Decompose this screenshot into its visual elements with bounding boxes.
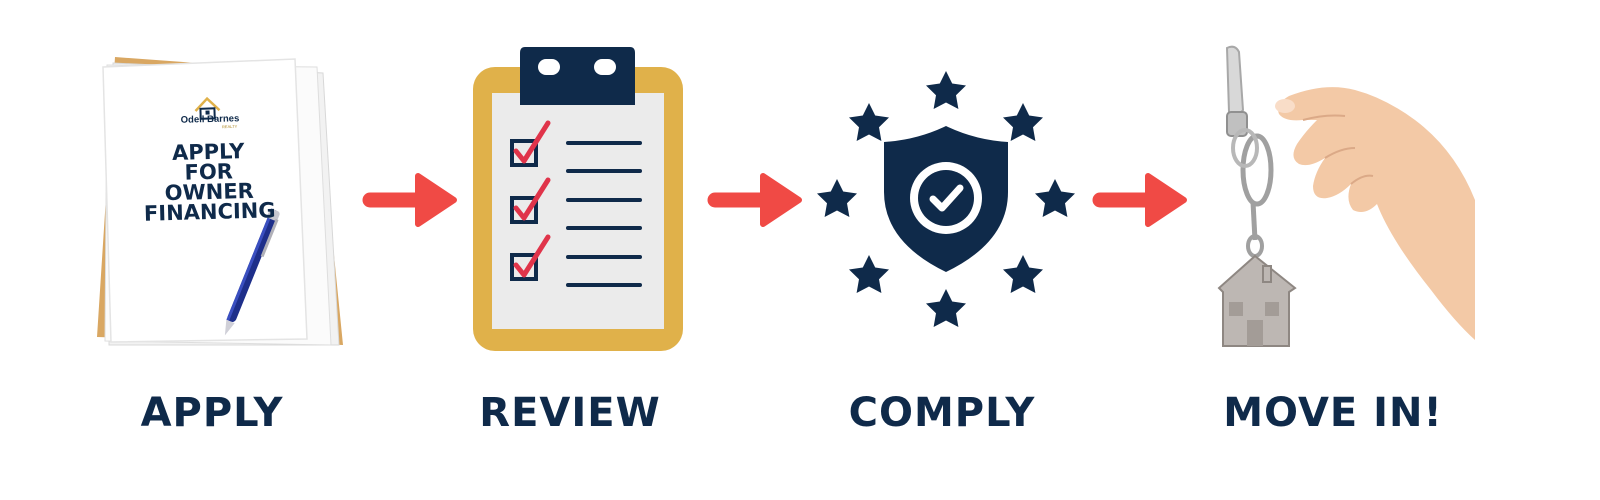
step-label-review: REVIEW	[479, 390, 661, 436]
arrow-right-icon	[1092, 173, 1187, 227]
star-icon	[1035, 179, 1075, 217]
document-title: APPLY FOR OWNER FINANCING	[115, 139, 303, 226]
checklist-row	[510, 120, 642, 173]
star-icon	[849, 255, 889, 293]
step-label-comply: COMPLY	[848, 390, 1036, 436]
star-icon	[817, 179, 857, 217]
step-label-apply: APPLY	[140, 390, 284, 436]
star-icon	[1003, 103, 1043, 141]
hand-house-keychain-icon	[1217, 45, 1475, 347]
star-icon	[926, 71, 966, 109]
checklist-row	[510, 177, 642, 230]
brand-logo-subtext: REALTY	[221, 123, 238, 130]
checklist-row	[510, 234, 642, 287]
star-icon	[1003, 255, 1043, 293]
shield-check-stars-icon	[817, 71, 1075, 327]
document-folder-pen-icon	[97, 57, 343, 346]
clipboard-checklist-icon	[473, 47, 683, 351]
document-title-line: FINANCING	[143, 198, 276, 226]
arrow-right-icon	[362, 173, 457, 227]
star-icon	[926, 289, 966, 327]
arrow-right-icon	[707, 173, 802, 227]
step-label-move-in: MOVE IN!	[1223, 390, 1443, 436]
star-icon	[849, 103, 889, 141]
